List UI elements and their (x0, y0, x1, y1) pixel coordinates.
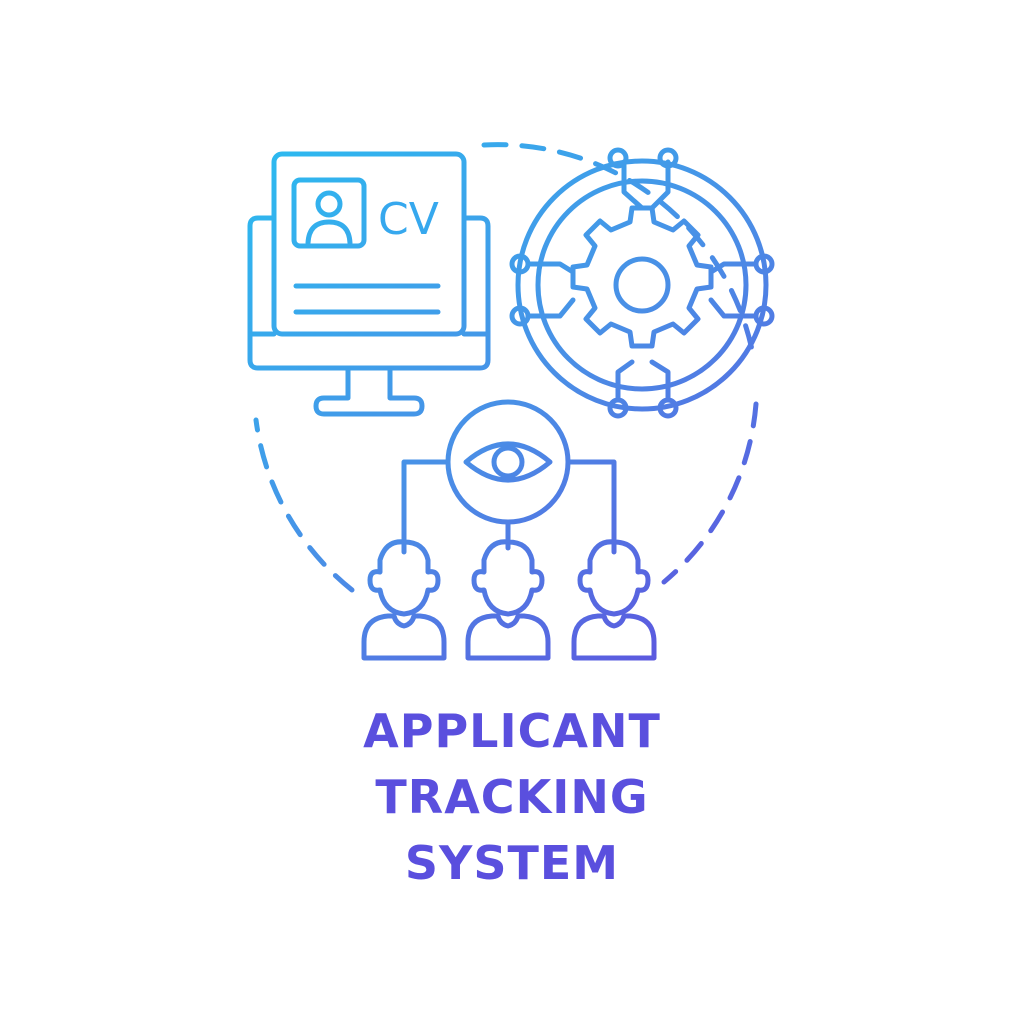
caption-line-1: APPLICANT (363, 704, 661, 758)
hierarchy-line (401, 459, 451, 555)
caption-line-2: TRACKING (375, 770, 649, 824)
hierarchy-line (565, 459, 617, 555)
person-icon (571, 539, 657, 661)
gear-icon (509, 147, 775, 419)
caption-line-3: SYSTEM (404, 836, 620, 890)
computer-monitor-icon (247, 151, 491, 417)
cv-label: CV (378, 194, 439, 245)
caption-title: APPLICANT TRACKING SYSTEM (0, 698, 1024, 896)
eye-icon (445, 399, 571, 525)
person-icon (361, 539, 447, 661)
user-profile-icon (291, 177, 367, 249)
dashed-circle (253, 417, 355, 593)
person-icon (465, 539, 551, 661)
dashed-circle (661, 401, 759, 585)
